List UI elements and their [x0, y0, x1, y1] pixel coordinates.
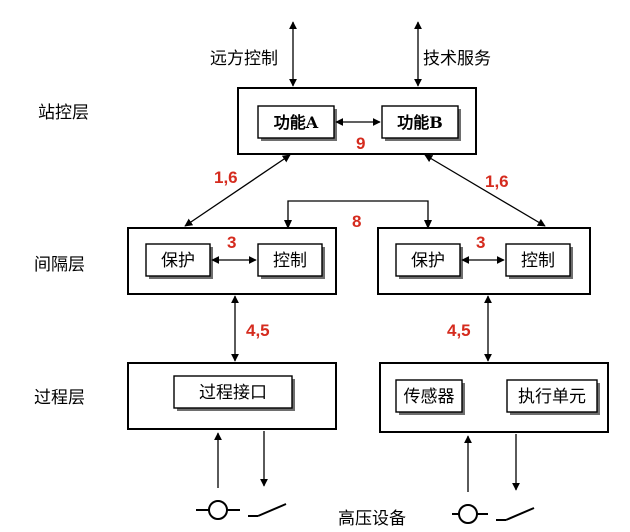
layer-label-bay: 间隔层 [34, 255, 85, 275]
function-a-label: 功能A [274, 113, 319, 132]
link-number-right-3: 3 [476, 233, 485, 252]
process-interface-box [173, 375, 293, 409]
bay-left-protect-label: 保护 [161, 251, 195, 271]
process-interface-label: 过程接口 [199, 383, 267, 403]
link-number-right-1-6: 1,6 [485, 172, 509, 191]
bay-right-protect-label: 保护 [411, 251, 445, 271]
function-b-box [381, 105, 459, 139]
link-number-left-4-5: 4,5 [246, 321, 270, 340]
layer-label-station: 站控层 [38, 103, 89, 123]
sensor-box [395, 379, 463, 413]
bay-left-control-label: 控制 [273, 251, 307, 271]
link-number-right-4-5: 4,5 [447, 321, 471, 340]
function-b-label: 功能B [397, 113, 443, 132]
bay-left-protect-box [145, 243, 211, 277]
layer-label-process: 过程层 [34, 388, 85, 408]
bay-left-control-box [257, 243, 323, 277]
tech-service-label: 技术服务 [423, 49, 491, 69]
bay-right-control-label: 控制 [521, 251, 555, 271]
actuator-label: 执行单元 [518, 387, 586, 407]
function-a-box [257, 105, 335, 139]
switch-symbol-left [248, 503, 287, 517]
link-number-9: 9 [356, 134, 365, 153]
sensor-label: 传感器 [404, 387, 455, 407]
hv-equipment-label: 高压设备 [338, 509, 406, 529]
link-number-left-1-6: 1,6 [214, 168, 238, 187]
link-number-8: 8 [352, 212, 361, 231]
bay-right-protect-box [395, 243, 461, 277]
arrow-station-right-bay [424, 154, 546, 227]
arrow-station-left-bay [184, 154, 291, 227]
sensor-symbol-left [196, 500, 240, 520]
sensor-symbol-right [452, 504, 488, 524]
link-number-left-3: 3 [227, 233, 236, 252]
process-left-box [127, 362, 337, 430]
bay-right-control-box [505, 243, 571, 277]
remote-control-label: 远方控制 [210, 49, 278, 69]
arrow-bay-to-bay [287, 200, 429, 228]
switch-symbol-right [496, 507, 535, 521]
actuator-box [506, 379, 598, 413]
